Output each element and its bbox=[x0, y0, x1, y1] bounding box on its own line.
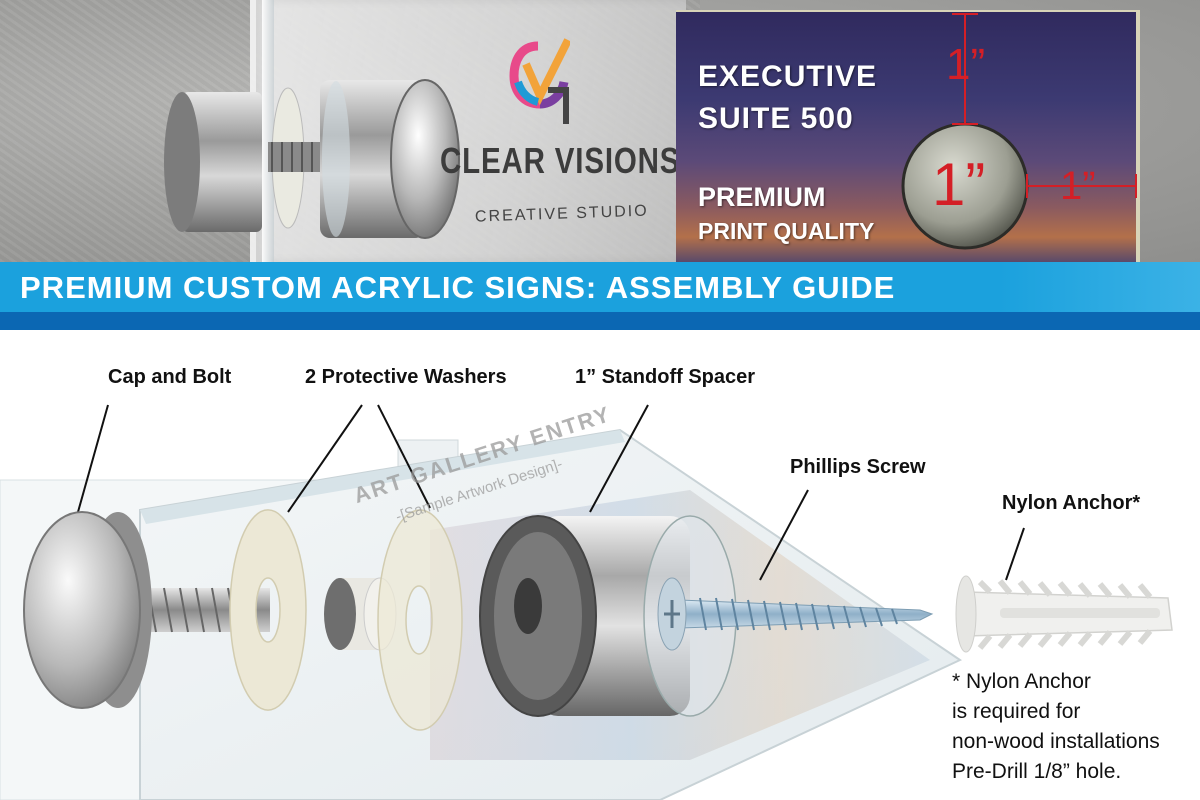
title-banner-underline bbox=[0, 312, 1200, 330]
exploded-view-illustration bbox=[0, 404, 1173, 800]
anchor-note-line-1: * Nylon Anchor bbox=[952, 670, 1091, 693]
callout-nylon-anchor: Nylon Anchor* bbox=[1002, 492, 1141, 514]
callout-standoff-spacer: 1” Standoff Spacer bbox=[575, 366, 756, 388]
sign-frame-right bbox=[1136, 10, 1140, 262]
sign-line-1: EXECUTIVE bbox=[698, 60, 878, 93]
cap-and-bolt-part bbox=[23, 511, 270, 709]
hero-photo: CLEAR VISIONS CREATIVE STUDIO EXECUTIVE … bbox=[0, 0, 1200, 262]
callout-leader-lines bbox=[77, 404, 1025, 581]
page-title: PREMIUM CUSTOM ACRYLIC SIGNS: ASSEMBLY G… bbox=[20, 270, 896, 305]
sample-sign-panel bbox=[676, 12, 1138, 262]
washer-2-part bbox=[377, 509, 463, 731]
dimension-top-label: 1” bbox=[946, 40, 986, 89]
front-cap-barrel bbox=[320, 79, 460, 239]
title-banner-tab bbox=[1000, 262, 1200, 312]
dimension-lines bbox=[952, 13, 1137, 198]
callout-phillips-screw: Phillips Screw bbox=[790, 456, 926, 478]
sign-line-4: PRINT QUALITY bbox=[698, 218, 875, 244]
sign-line-2: SUITE 500 bbox=[698, 102, 854, 135]
assembly-diagram: ART GALLERY ENTRY -[Sample Artwork Desig… bbox=[0, 330, 1200, 800]
phillips-screw-part bbox=[657, 577, 934, 651]
mounted-standoff-illustration bbox=[164, 79, 460, 239]
callout-washers: 2 Protective Washers bbox=[305, 366, 507, 388]
dimension-overlay bbox=[901, 13, 1137, 250]
dimension-right-label: 1” bbox=[1060, 164, 1096, 208]
acrylic-panel-edge bbox=[262, 0, 274, 262]
callout-cap-and-bolt: Cap and Bolt bbox=[108, 366, 232, 388]
clear-visions-logo bbox=[509, 38, 570, 124]
anchor-note-line-3: non-wood installations bbox=[952, 730, 1160, 753]
sign-line-3: PREMIUM bbox=[698, 182, 826, 212]
anchor-note-line-4: Pre-Drill 1/8” hole. bbox=[952, 760, 1122, 783]
anchor-note-line-2: is required for bbox=[952, 700, 1081, 723]
washer-1-part bbox=[229, 509, 307, 711]
dimension-diameter-label: 1” bbox=[932, 151, 986, 218]
nylon-anchor-part bbox=[955, 575, 1173, 653]
rear-standoff-barrel bbox=[164, 92, 262, 232]
